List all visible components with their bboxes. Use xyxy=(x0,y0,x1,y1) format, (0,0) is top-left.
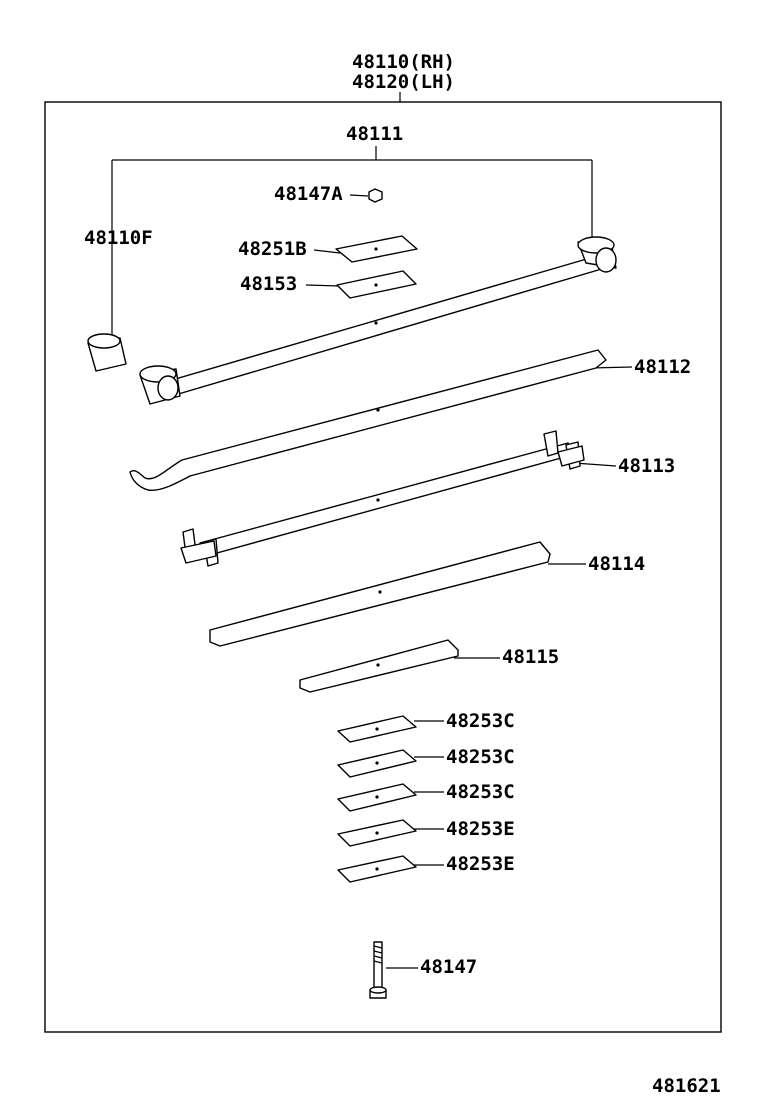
bushing-part xyxy=(87,333,127,372)
label-48111: 48111 xyxy=(346,123,403,145)
leaf-48114 xyxy=(209,541,551,647)
label-spacer-1: 48253C xyxy=(446,710,515,732)
label-spacer-3: 48253C xyxy=(446,781,515,803)
figure-code: 481621 xyxy=(652,1075,721,1097)
label-48251b: 48251B xyxy=(238,238,307,260)
leaf-assembly-bracket xyxy=(111,146,593,340)
leader-48153 xyxy=(305,284,341,287)
leader-48147a xyxy=(349,194,369,197)
leader-48113 xyxy=(573,462,617,467)
nut-part xyxy=(368,188,383,203)
leaf-48112 xyxy=(129,349,607,491)
label-spacer-2: 48253C xyxy=(446,746,515,768)
leader-48251b xyxy=(313,249,341,254)
label-48147a: 48147A xyxy=(274,183,343,205)
label-48114: 48114 xyxy=(588,553,645,575)
leaf-48113 xyxy=(180,430,585,567)
assembly-number-rh: 48110(RH) xyxy=(352,51,455,73)
label-48113: 48113 xyxy=(618,455,675,477)
label-48153: 48153 xyxy=(240,273,297,295)
center-bolt xyxy=(369,941,387,999)
label-48147: 48147 xyxy=(420,956,477,978)
label-48112: 48112 xyxy=(634,356,691,378)
label-spacer-4: 48253E xyxy=(446,818,515,840)
main-leaf xyxy=(139,236,617,405)
label-48115: 48115 xyxy=(502,646,559,668)
assembly-number-lh: 48120(LH) xyxy=(352,71,455,93)
label-48110f: 48110F xyxy=(84,227,153,249)
assembly-frame xyxy=(44,101,722,1033)
label-spacer-5: 48253E xyxy=(446,853,515,875)
